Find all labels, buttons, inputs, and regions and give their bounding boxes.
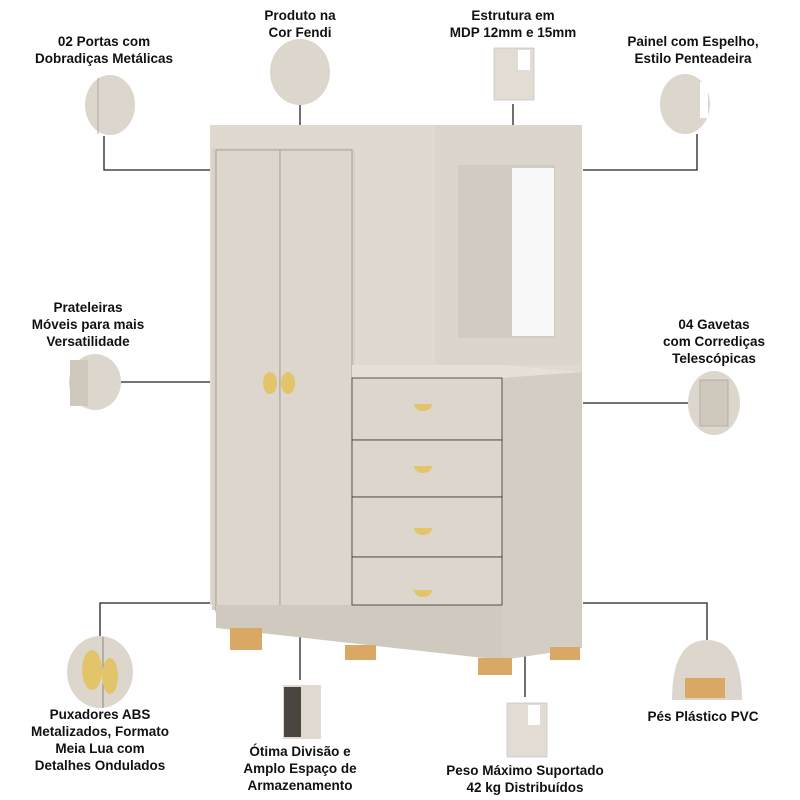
feature-label-painel: Painel com Espelho,Estilo Penteadeira [627, 34, 759, 66]
wardrobe [210, 125, 582, 675]
callout-lines [99, 104, 708, 697]
feet [230, 628, 580, 675]
detail-icons [67, 39, 742, 758]
feature-label-pes: Pés Plástico PVC [647, 709, 759, 724]
